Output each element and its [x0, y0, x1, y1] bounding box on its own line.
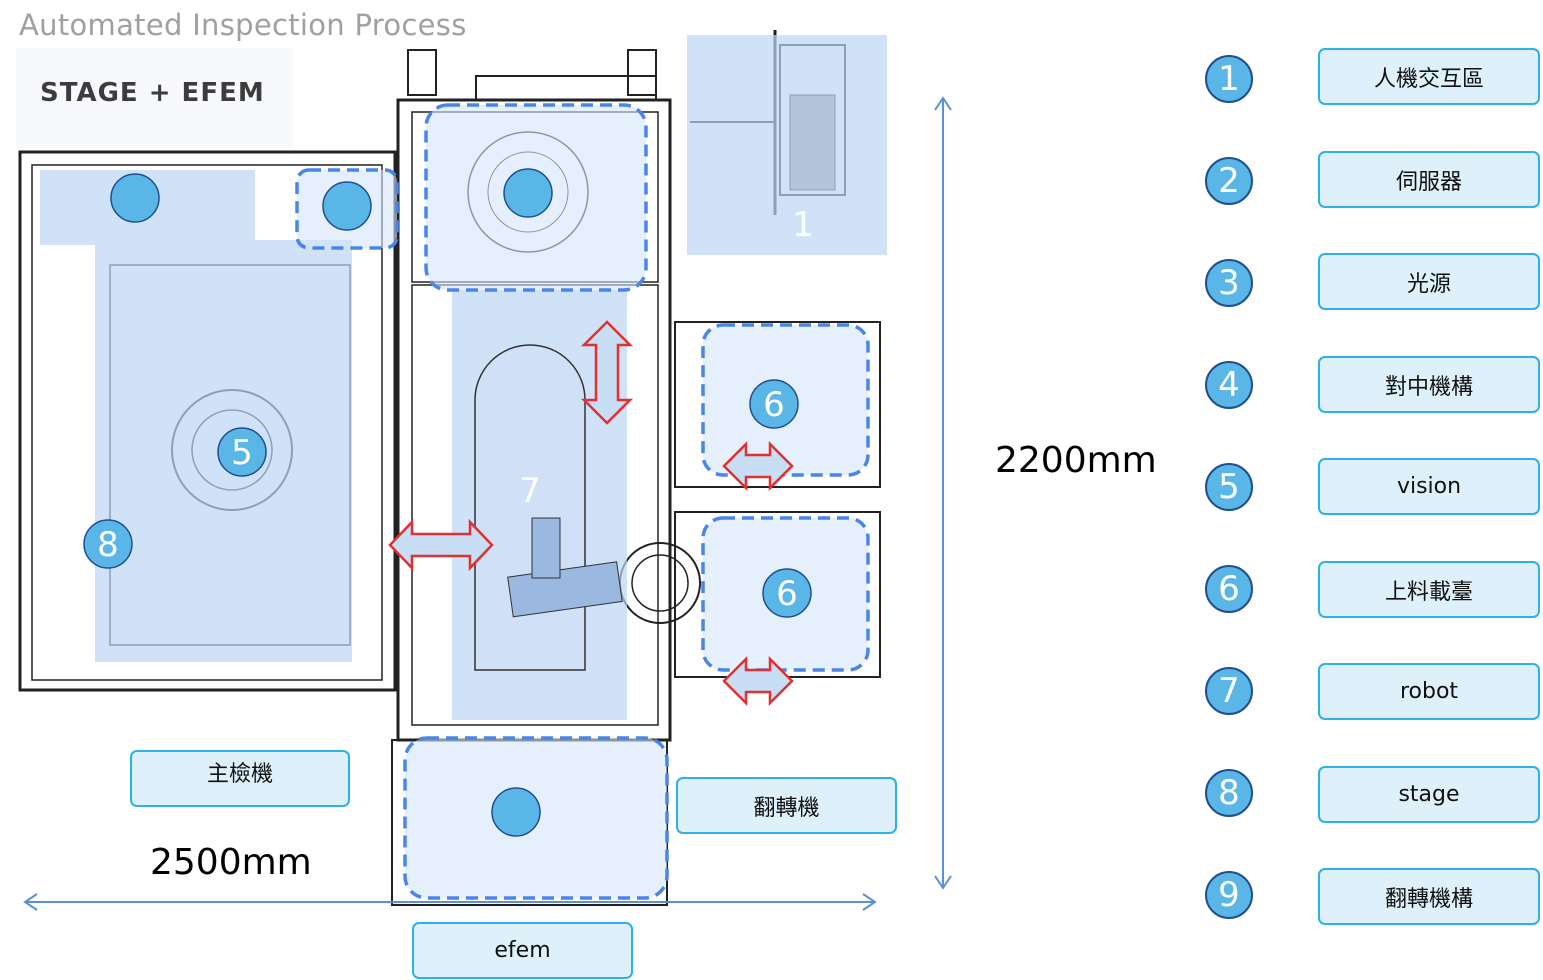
marker-blank	[110, 173, 160, 223]
dimension-lines	[23, 96, 952, 911]
legend-number: 2	[1205, 157, 1253, 205]
label-main-inspector: 主檢機	[130, 750, 350, 807]
depth-dimension: 2200mm	[995, 440, 1157, 481]
marker-label-6b: 6	[776, 574, 798, 614]
loadport-arrow	[722, 440, 794, 492]
legend-label: stage	[1318, 766, 1540, 823]
legend-label: 對中機構	[1318, 356, 1540, 413]
marker-label-7: 7	[519, 471, 541, 511]
marker-label-5: 5	[231, 433, 253, 473]
legend-label: 上料載臺	[1318, 561, 1540, 618]
position-markers	[83, 168, 812, 837]
subtitle: STAGE + EFEM	[40, 78, 265, 108]
motion-arrows	[388, 320, 794, 707]
legend-label: 光源	[1318, 253, 1540, 310]
marker-blank	[322, 181, 372, 231]
width-dimension: 2500mm	[150, 842, 312, 883]
marker-6	[762, 568, 812, 618]
legend-label: vision	[1318, 458, 1540, 515]
marker-blank	[491, 787, 541, 837]
legend-number: 4	[1205, 361, 1253, 409]
marker-5	[217, 427, 267, 477]
page-title: Automated Inspection Process	[19, 8, 467, 42]
legend-number: 5	[1205, 463, 1253, 511]
subtitle-box: STAGE + EFEM	[16, 48, 293, 148]
legend-number: 7	[1205, 667, 1253, 715]
legend-number: 3	[1205, 259, 1253, 307]
legend-label: 伺服器	[1318, 151, 1540, 208]
hmi-region	[687, 35, 887, 255]
legend-label: 翻轉機構	[1318, 868, 1540, 925]
marker-blank	[503, 168, 553, 218]
marker-6	[749, 379, 799, 429]
legend-number: 8	[1205, 769, 1253, 817]
legend-label: 人機交互區	[1318, 48, 1540, 105]
legend-number: 6	[1205, 565, 1253, 613]
vertical-arrow	[580, 320, 634, 425]
label-flipper: 翻轉機	[676, 777, 897, 834]
vision-region	[175, 380, 313, 575]
marker-label-1: 1	[792, 205, 814, 245]
horizontal-arrow	[388, 518, 494, 572]
marker-8	[83, 519, 133, 569]
marker-label-8: 8	[97, 525, 119, 565]
label-efem: efem	[412, 922, 633, 979]
legend-number: 9	[1205, 871, 1253, 919]
main-inspector-frame	[18, 150, 397, 692]
legend-number: 1	[1205, 55, 1253, 103]
legend-label: robot	[1318, 663, 1540, 720]
loadport-arrow	[722, 655, 794, 707]
marker-label-6a: 6	[763, 385, 785, 425]
